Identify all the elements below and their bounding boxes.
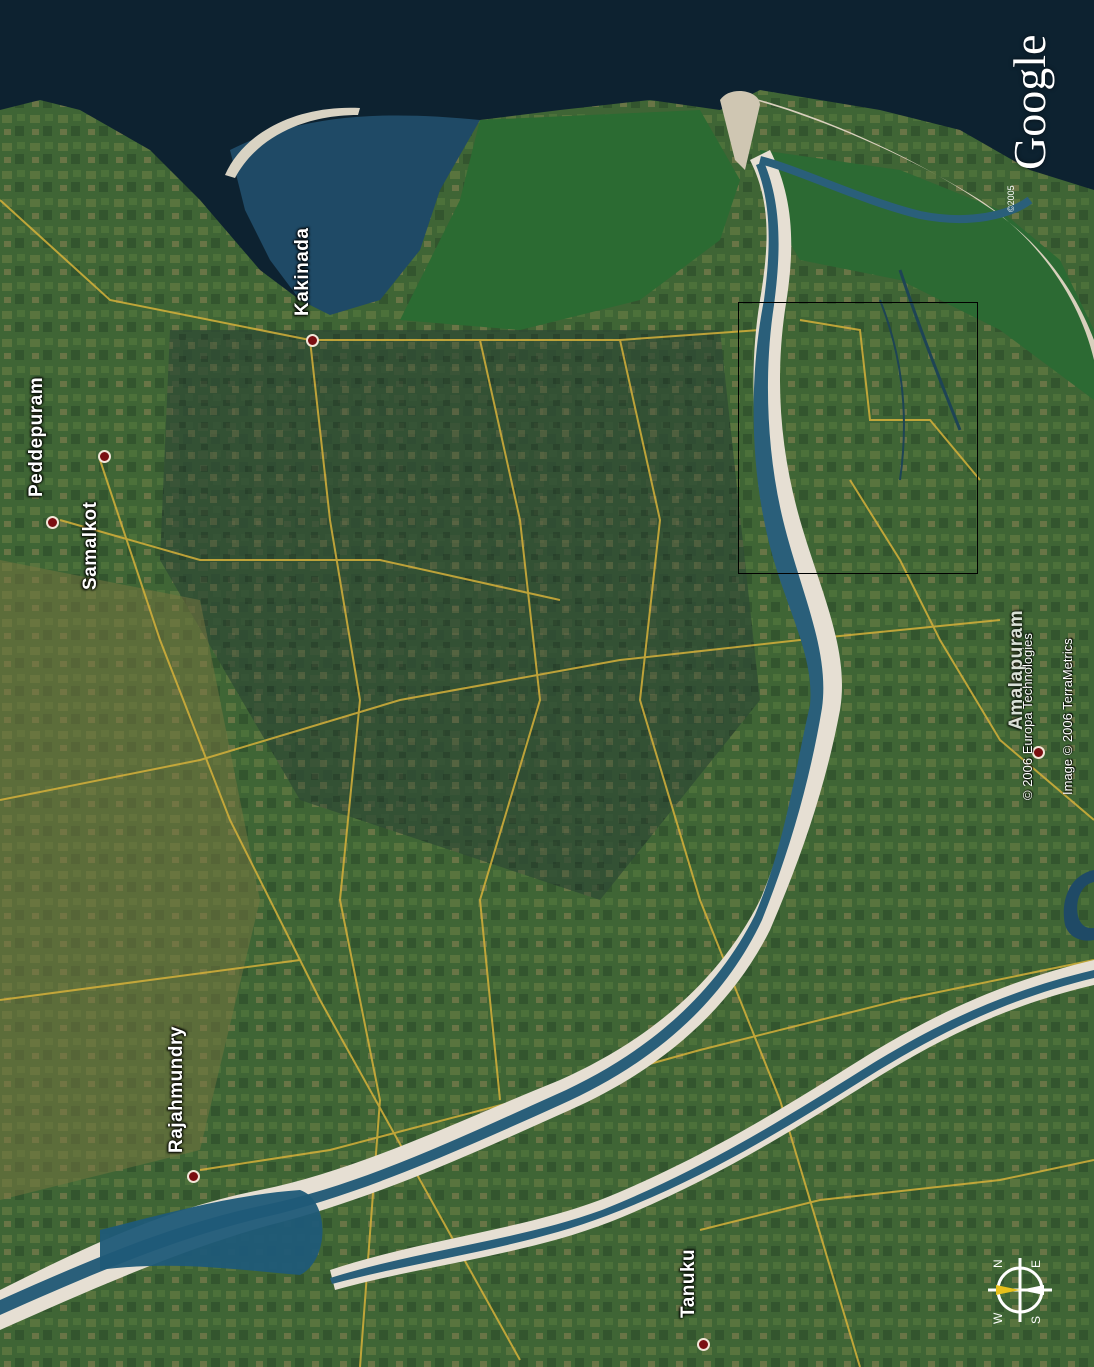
coast-spit [720,90,760,170]
imagery-credit: Image © 2006 TerraMetrics [1060,638,1075,795]
delta-channel-2 [879,299,905,481]
data-credit: © 2006 Europa Technologies [1020,633,1035,800]
compass-rose-icon[interactable]: N E S W [982,1252,1058,1328]
vasishta-sandbars [330,960,1094,1290]
logo-copyright: ©2005 [1006,185,1016,212]
kakinada-bay [230,115,480,315]
compass-w: W [991,1312,1005,1324]
roads [0,199,1094,1367]
mangrove-area [400,110,740,330]
city-marker[interactable] [697,1338,710,1351]
delta-fields [160,330,760,900]
place-label: Kakinada [292,227,313,316]
city-marker[interactable] [98,450,111,463]
place-label: Tanuku [678,1248,699,1318]
delta-channel [898,269,962,431]
river-loop [1063,870,1094,941]
compass-e: E [1029,1260,1043,1268]
mangrove-area-east [760,150,1094,400]
compass-s: S [1029,1316,1043,1324]
place-label: Peddepuram [26,376,47,497]
city-marker[interactable] [187,1170,200,1183]
study-area-box [738,302,978,574]
compass-n: N [991,1259,1005,1268]
dry-fields [0,560,260,1200]
vasishta-river [330,970,1094,1284]
city-marker[interactable] [306,334,319,347]
city-marker[interactable] [1032,746,1045,759]
city-marker[interactable] [46,516,59,529]
river-rajahmundry [100,1190,323,1275]
estuary-channel [759,156,1033,224]
sand-spit [225,107,360,178]
place-label: Samalkot [80,501,101,590]
place-label: Rajahmundry [166,1026,187,1153]
google-logo: Google [1004,34,1055,170]
